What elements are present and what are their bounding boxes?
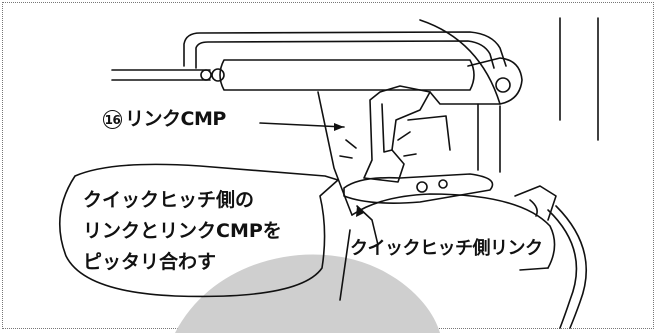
quick-hitch-link [343,173,494,204]
instruction-line-1: クイックヒッチ側の [83,189,255,211]
cable [547,209,578,329]
link-cmp [363,85,431,183]
leader-arrow-link [356,206,364,217]
instruction-text: クイックヒッチ側の リンクとリンクCMPを ピッタリ合わす [83,185,313,278]
leader-arrow-part [334,123,344,131]
quick-hitch-link-label: クイックヒッチ側リンク [350,238,543,259]
bellows-boot [219,59,475,91]
instruction-line-3: ピッタリ合わす [83,251,217,273]
instruction-line-2: リンクとリンクCMPを [83,220,282,242]
link-bracket [429,57,523,105]
watermark-arc [175,254,440,333]
circled-number-16-icon: 16 [103,110,122,129]
housing [317,91,353,216]
part-name-label: リンクCMP [125,108,226,130]
speech-bubble [58,163,339,298]
handle-frame [183,31,507,67]
